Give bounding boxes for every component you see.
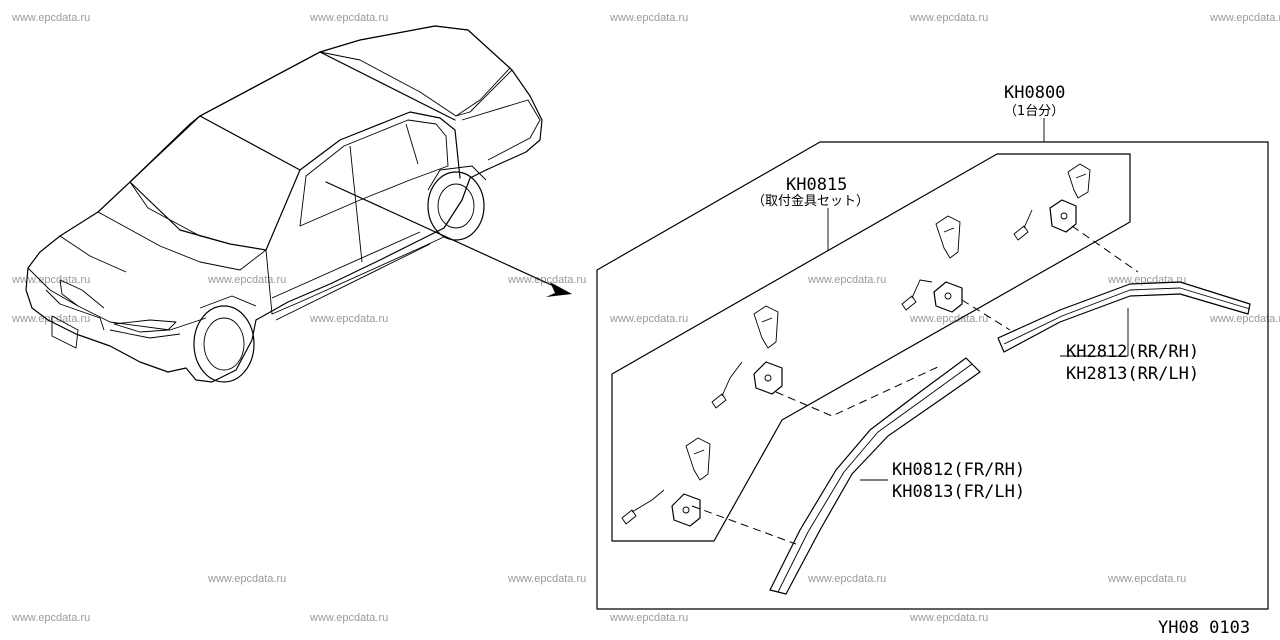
watermark: www.epcdata.ru — [507, 573, 586, 585]
watermark: www.epcdata.ru — [807, 573, 886, 585]
bracket-icon — [935, 215, 961, 259]
watermark: www.epcdata.ru — [207, 274, 286, 286]
screw-icon — [711, 361, 743, 409]
front-visor — [769, 357, 981, 595]
watermark: www.epcdata.ru — [909, 313, 988, 325]
hardware-note-label: （取付金具セット） — [752, 193, 869, 209]
watermark: www.epcdata.ru — [609, 612, 688, 624]
watermark: www.epcdata.ru — [807, 274, 886, 286]
front-rh-label: KH0812(FR/RH) — [892, 460, 1025, 480]
bracket-icon — [1067, 163, 1091, 199]
watermark: www.epcdata.ru — [909, 12, 988, 24]
bracket-icon — [685, 437, 711, 481]
watermark: www.epcdata.ru — [11, 12, 90, 24]
rear-lh-label: KH2813(RR/LH) — [1066, 364, 1199, 384]
watermark: www.epcdata.ru — [1107, 573, 1186, 585]
watermark: www.epcdata.ru — [609, 313, 688, 325]
front-lh-label: KH0813(FR/LH) — [892, 482, 1025, 502]
pointer-arrow-icon — [325, 181, 572, 297]
watermark: www.epcdata.ru — [11, 612, 90, 624]
watermark: www.epcdata.ru — [1209, 12, 1280, 24]
watermark: www.epcdata.ru — [11, 274, 90, 286]
mounting-guides — [691, 225, 1139, 545]
rear-rh-label: KH2812(RR/RH) — [1066, 342, 1199, 362]
clip-icon — [753, 361, 783, 395]
hardware-kit-frame — [611, 153, 1131, 542]
hardware-code-label: KH0815 — [786, 175, 847, 195]
screw-icon — [621, 489, 665, 525]
screw-icon — [1013, 209, 1033, 241]
rear-visor — [997, 281, 1251, 353]
watermark: www.epcdata.ru — [207, 573, 286, 585]
bracket-icon — [753, 305, 779, 349]
watermark: www.epcdata.ru — [309, 12, 388, 24]
watermark: www.epcdata.ru — [909, 612, 988, 624]
assembly-frame — [596, 141, 1269, 610]
watermark: www.epcdata.ru — [507, 274, 586, 286]
watermark: www.epcdata.ru — [609, 12, 688, 24]
watermark: www.epcdata.ru — [309, 612, 388, 624]
watermark: www.epcdata.ru — [11, 313, 90, 325]
watermarks: www.epcdata.ru www.epcdata.ru www.epcdat… — [11, 12, 1280, 624]
watermark: www.epcdata.ru — [309, 313, 388, 325]
diagram-code: YH08 0103 — [1158, 618, 1250, 638]
clip-icon — [671, 493, 701, 527]
clip-icon — [1049, 199, 1077, 233]
clip-icon — [933, 281, 963, 313]
kit-code-label: KH0800 — [1004, 83, 1065, 103]
car-outline-icon — [25, 25, 543, 383]
kit-note-label: （1台分） — [1004, 104, 1064, 119]
watermark: www.epcdata.ru — [1209, 313, 1280, 325]
watermark: www.epcdata.ru — [1107, 274, 1186, 286]
screw-icon — [901, 279, 933, 311]
